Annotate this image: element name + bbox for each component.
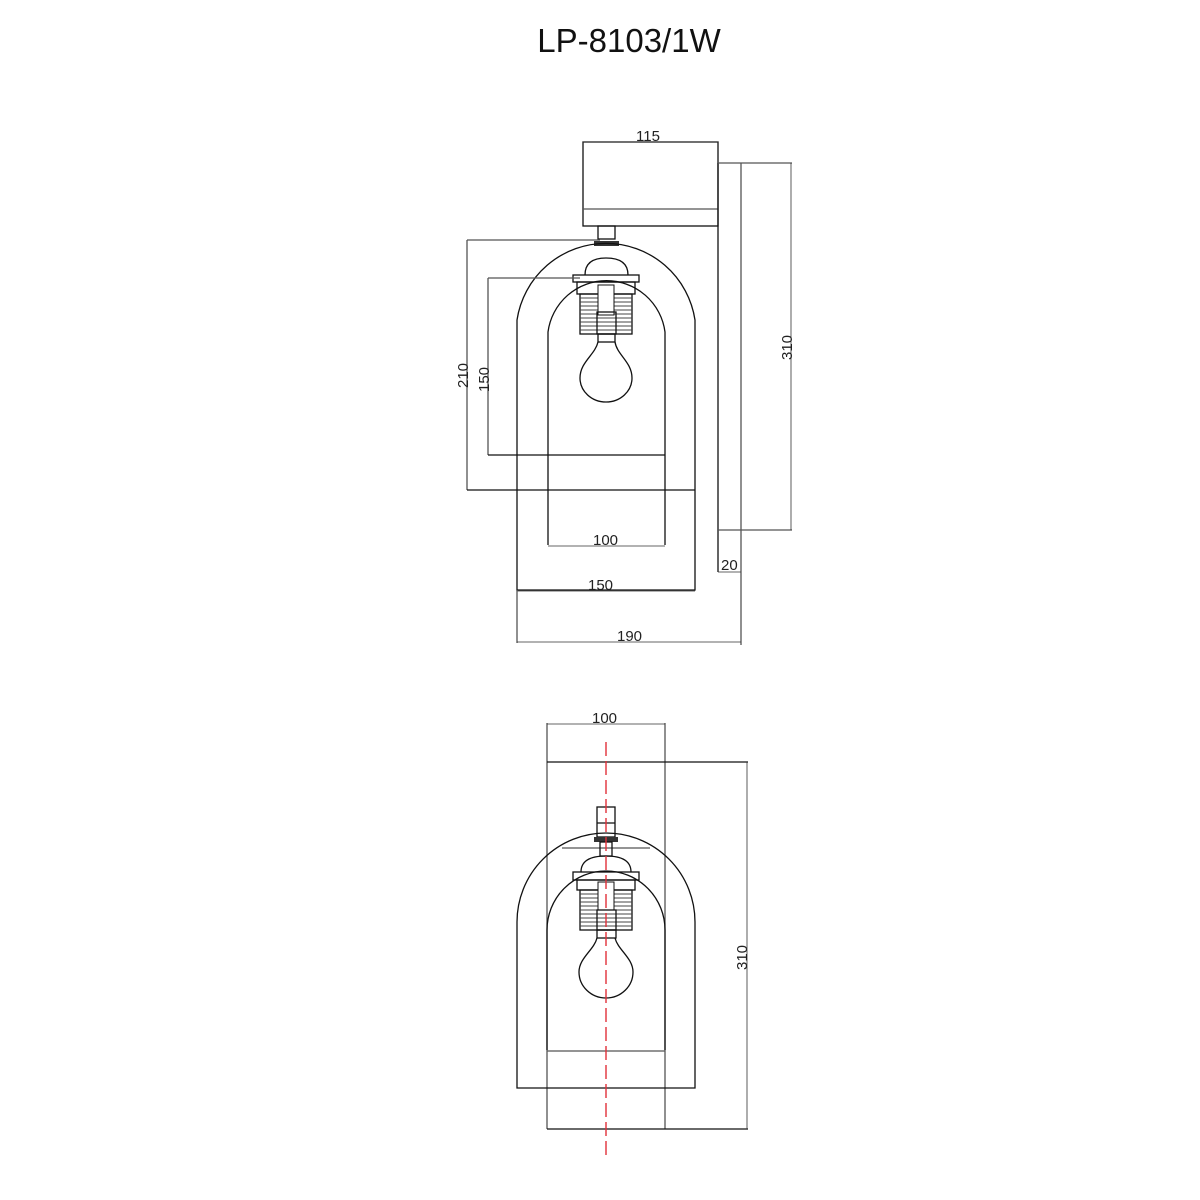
dim-shade-outer-height: 210 bbox=[455, 363, 472, 388]
dim-projection: 190 bbox=[617, 628, 642, 645]
dim-front-width: 100 bbox=[592, 710, 617, 727]
inner-shade bbox=[547, 280, 666, 545]
dim-overall-height: 310 bbox=[779, 335, 796, 360]
dim-shade-inner-height: 150 bbox=[476, 367, 493, 392]
socket bbox=[572, 257, 640, 343]
bulb bbox=[579, 341, 633, 403]
dim-backplate-depth: 20 bbox=[721, 557, 738, 574]
dim-canopy-width: 115 bbox=[636, 128, 660, 145]
canopy-box bbox=[582, 141, 719, 227]
dim-front-height: 310 bbox=[734, 945, 751, 970]
front-view: 100 310 bbox=[516, 710, 751, 1155]
drawing-title: LP-8103/1W bbox=[537, 22, 721, 59]
outer-shade bbox=[516, 242, 696, 591]
dim-inner-width: 100 bbox=[593, 532, 618, 549]
dim-outer-width: 150 bbox=[588, 577, 613, 594]
side-view: 115 310 20 bbox=[455, 128, 796, 645]
